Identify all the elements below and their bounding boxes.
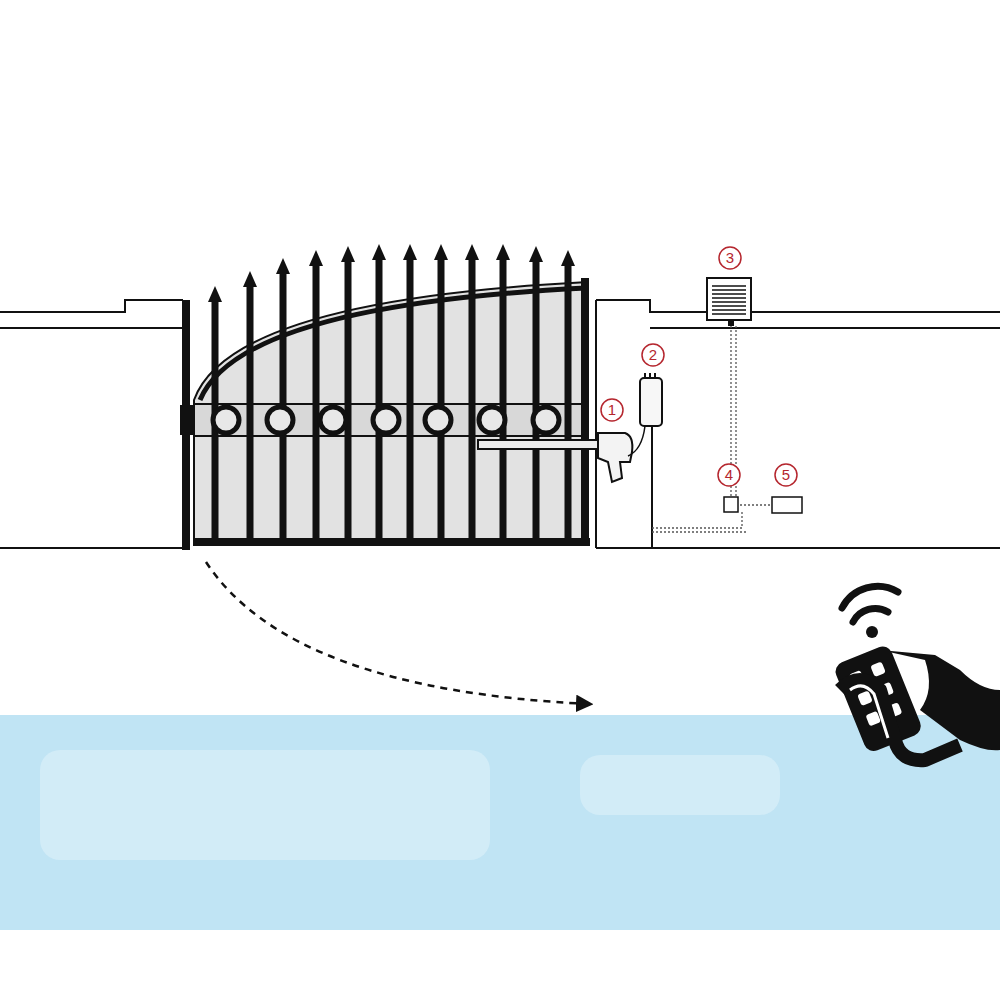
wiring	[652, 326, 772, 532]
callout-number: 2	[649, 346, 657, 364]
callout-ring	[775, 464, 797, 486]
callout-number: 5	[782, 466, 790, 484]
callout-number: 3	[726, 249, 734, 267]
callout-ring	[642, 344, 664, 366]
ground-band	[0, 715, 1000, 930]
callout-number: 4	[725, 466, 733, 484]
photocell	[772, 497, 802, 513]
swing-arrow	[206, 562, 590, 704]
solar-panel	[707, 278, 751, 326]
callout-ring	[718, 464, 740, 486]
control-box	[628, 373, 662, 548]
gate-opener-arm	[478, 433, 632, 482]
callout-rings	[601, 247, 797, 486]
callout-ring	[601, 399, 623, 421]
callout-ring	[719, 247, 741, 269]
remote-hand-icon	[833, 586, 1000, 760]
blurred-patches	[40, 750, 780, 860]
gate	[180, 244, 590, 546]
photocell	[724, 497, 738, 512]
callout-number: 1	[608, 401, 616, 419]
